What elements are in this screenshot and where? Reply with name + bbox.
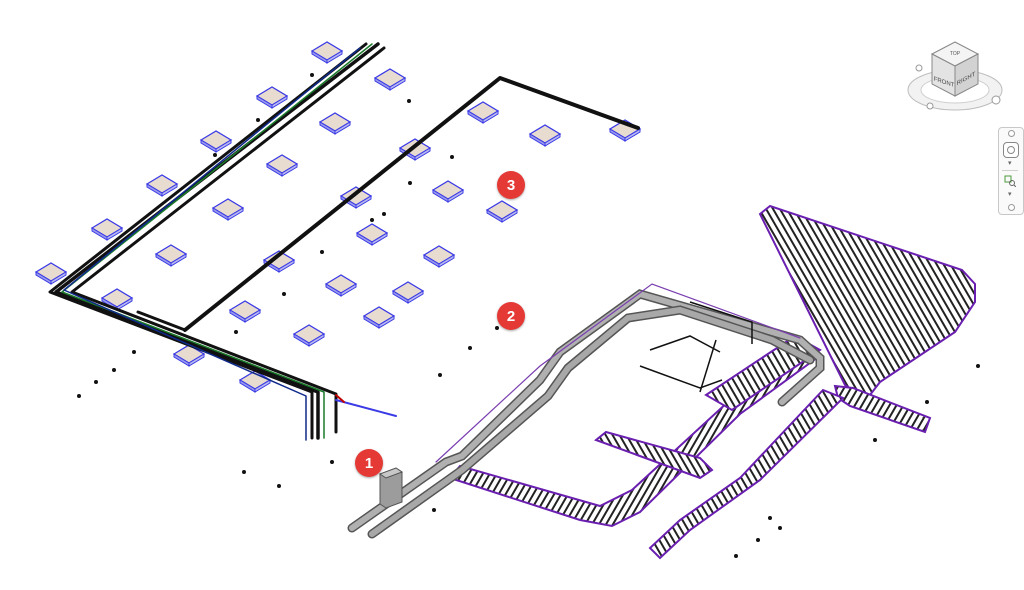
navbar-pin-icon[interactable]: [1008, 130, 1015, 137]
light-fixture: [146, 174, 178, 197]
light-fixture: [155, 244, 187, 267]
light-fixture: [212, 198, 244, 221]
wheel-dropdown-icon[interactable]: ▾: [1008, 159, 1012, 167]
light-fixture: [529, 124, 561, 147]
callout-label: 3: [506, 176, 516, 194]
callout-badge-3: 3: [497, 171, 525, 199]
navbar-divider: [1002, 170, 1018, 171]
navigation-bar: ▾ ▾: [998, 127, 1024, 215]
steering-wheel-icon[interactable]: [1003, 142, 1019, 158]
callout-badge-2: 2: [497, 302, 525, 330]
light-fixture: [392, 281, 424, 304]
light-fixture: [200, 130, 232, 153]
view-cube-icon[interactable]: TOP FRONT RIGHT: [907, 41, 1003, 111]
light-fixture: [423, 245, 455, 268]
light-fixture: [35, 262, 67, 285]
light-fixture: [432, 180, 464, 203]
cable-tray: [448, 204, 976, 560]
light-fixture: [325, 274, 357, 297]
branch-lines: [639, 301, 753, 393]
light-fixture: [229, 300, 261, 323]
light-fixture: [256, 86, 288, 109]
junction-box: [378, 467, 404, 509]
light-fixture: [91, 218, 123, 241]
light-fixture: [356, 223, 388, 246]
zoom-dropdown-icon[interactable]: ▾: [1008, 190, 1012, 198]
light-fixture: [293, 324, 325, 347]
light-fixture: [486, 200, 518, 223]
zoom-icon[interactable]: [1004, 175, 1016, 187]
navbar-options-icon[interactable]: [1008, 204, 1015, 211]
callout-label: 1: [364, 454, 374, 472]
light-fixture: [374, 68, 406, 91]
light-fixture: [467, 101, 499, 124]
view-cube-top-label: TOP: [950, 51, 961, 57]
light-fixture: [266, 154, 298, 177]
light-fixture: [340, 186, 372, 209]
hanger-points: [77, 73, 980, 558]
light-fixture: [319, 112, 351, 135]
callout-label: 2: [506, 307, 516, 325]
light-fixture: [363, 306, 395, 329]
conduit-run: [48, 42, 640, 441]
callout-badge-1: 1: [355, 449, 383, 477]
light-fixture: [311, 41, 343, 64]
ductwork: [347, 283, 825, 539]
